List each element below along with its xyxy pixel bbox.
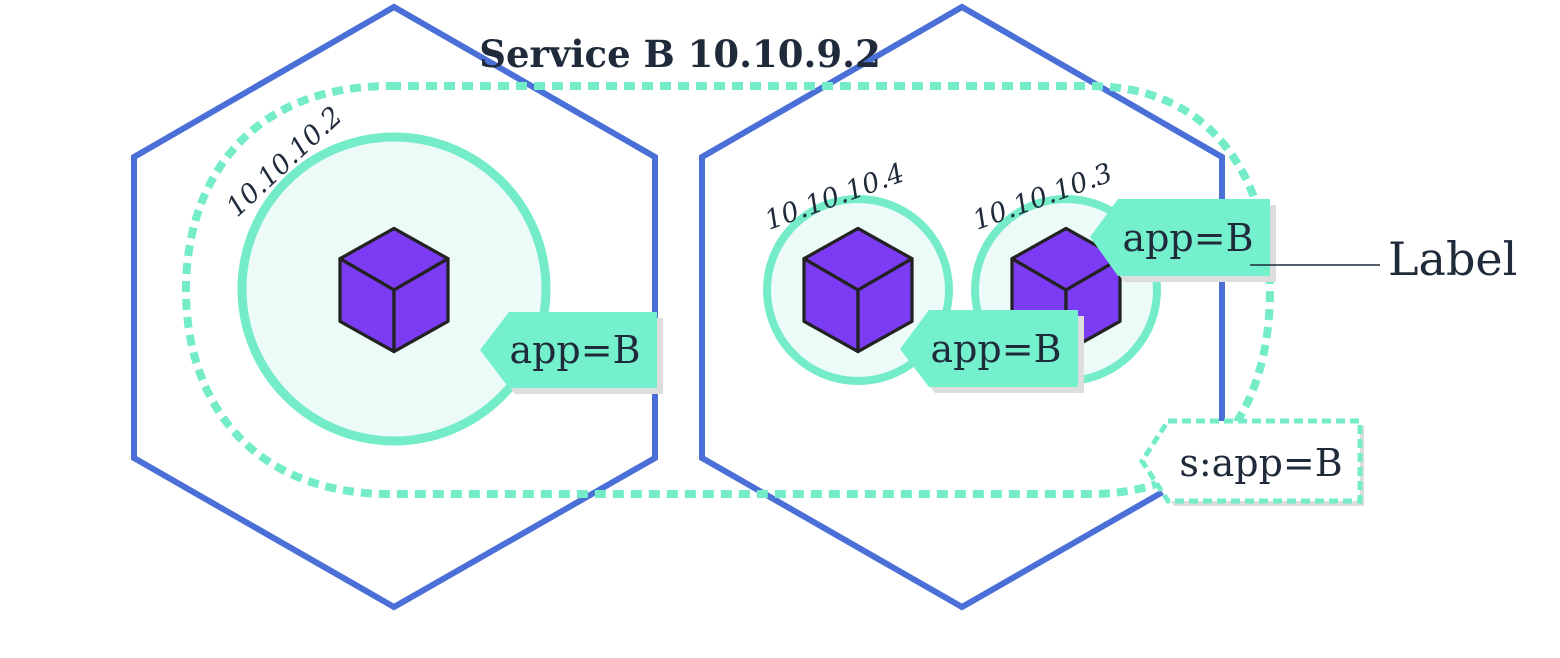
pod-2-label-tag: app=B [900, 310, 1084, 393]
service-title: Service B 10.10.9.2 [479, 32, 881, 76]
pod-1-label-text: app=B [509, 328, 640, 372]
node-2-hexagon [699, 3, 1225, 611]
container-cube-icon [802, 226, 914, 354]
node-1-hexagon [131, 3, 658, 611]
service-boundary [181, 82, 1275, 498]
pod-2-label-text: app=B [930, 327, 1061, 371]
pod-3-label-tag: app=B [1090, 199, 1276, 282]
pod-1[interactable]: 10.10.10.2 app=B [221, 101, 663, 446]
container-cube-icon [338, 226, 450, 354]
service-selector-tag: s:app=B [1139, 418, 1364, 506]
label-callout-text: Label [1388, 232, 1517, 286]
pod-1-label-tag: app=B [480, 312, 663, 394]
service-selector-text: s:app=B [1179, 441, 1342, 485]
pod-3-label-text: app=B [1122, 216, 1253, 260]
